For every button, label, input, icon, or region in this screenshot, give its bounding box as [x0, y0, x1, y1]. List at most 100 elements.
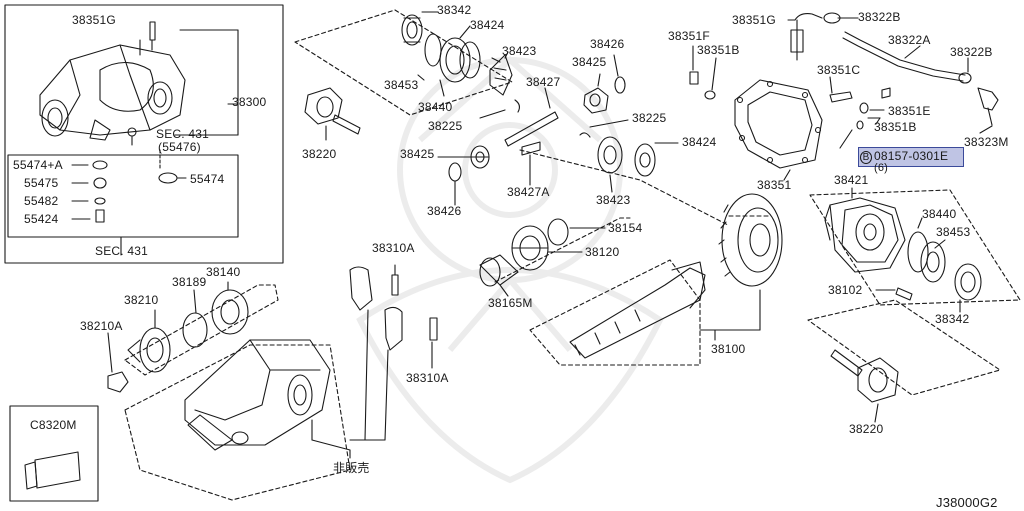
bearing-cap-b [384, 306, 403, 351]
breather-38323M [977, 87, 999, 111]
bolt-38310A-a [391, 274, 399, 296]
part-label-38210[interactable]: 38210 [124, 293, 159, 307]
bearing-38342-b [954, 263, 982, 301]
part-label-38140[interactable]: 38140 [206, 265, 241, 279]
part-label-38310A-a[interactable]: 38310A [372, 241, 415, 255]
part-label-C8320M[interactable]: C8320M [30, 418, 77, 432]
part-label-55474A[interactable]: 55474+A [13, 158, 63, 172]
shaft-38427 [504, 111, 559, 147]
part-label-38210A[interactable]: 38210A [80, 319, 123, 333]
part-label-38154[interactable]: 38154 [608, 221, 643, 235]
part-label-55482[interactable]: 55482 [24, 194, 59, 208]
bolt-38102 [895, 287, 913, 301]
rear-cover-38351 [734, 79, 823, 169]
flange-38220-a [304, 87, 361, 141]
part-label-38426-a[interactable]: 38426 [590, 37, 625, 51]
insulator-55474 [158, 172, 178, 184]
part-label-38351C[interactable]: 38351C [817, 63, 861, 77]
part-label-38225-top[interactable]: 38225 [428, 119, 463, 133]
flange-38210 [127, 327, 171, 373]
part-label-38351B-b[interactable]: 38351B [874, 120, 917, 134]
part-label-38189[interactable]: 38189 [172, 275, 207, 289]
breather-38351G [794, 13, 823, 21]
bolt-55424 [95, 209, 105, 223]
washer-38424-b [634, 143, 656, 177]
clamp-38322B-b [958, 72, 972, 84]
part-label-38342-top[interactable]: 38342 [437, 3, 472, 17]
part-label-38322A[interactable]: 38322A [888, 33, 931, 47]
pinion-38425-a [583, 87, 609, 114]
part-label-38424-b[interactable]: 38424 [682, 135, 717, 149]
washer-55474A [92, 160, 108, 170]
part-label-55474[interactable]: 55474 [190, 172, 225, 186]
part-label-38421[interactable]: 38421 [834, 173, 869, 187]
part-label-38427A[interactable]: 38427A [507, 185, 550, 199]
bolt-38310A-b [429, 317, 438, 341]
section-ref-431-sub: (55476) [158, 140, 201, 154]
not-for-sale-note: 非販売 [333, 461, 370, 475]
part-label-38440-top[interactable]: 38440 [418, 100, 453, 114]
part-label-38453-b[interactable]: 38453 [936, 225, 971, 239]
part-label-38426-b[interactable]: 38426 [427, 204, 462, 218]
hose-38322A [844, 31, 966, 76]
part-label-38351G[interactable]: 38351G [72, 13, 116, 27]
circlip-38225-b [579, 132, 591, 138]
part-label-38425-a[interactable]: 38425 [572, 55, 607, 69]
part-qty-08157: (6) [874, 162, 889, 174]
part-label-38342-b[interactable]: 38342 [935, 312, 970, 326]
part-label-38323M[interactable]: 38323M [964, 135, 1009, 149]
gear-38423-b [597, 136, 623, 174]
part-label-55424[interactable]: 55424 [24, 212, 59, 226]
part-label-38310A-b[interactable]: 38310A [406, 371, 449, 385]
washer-38351B [704, 90, 716, 100]
shim-38154 [547, 218, 569, 246]
part-label-38220-a[interactable]: 38220 [302, 147, 337, 161]
bolt-mark-B: B [860, 151, 872, 164]
part-label-38425-b[interactable]: 38425 [400, 147, 435, 161]
part-label-38100[interactable]: 38100 [711, 342, 746, 356]
washer-55482 [94, 197, 106, 205]
bolt-38351C [829, 91, 853, 103]
dashed-outline-pinion [529, 259, 701, 366]
part-label-38453-top[interactable]: 38453 [384, 78, 419, 92]
part-label-38300[interactable]: 38300 [232, 95, 267, 109]
part-label-38351E[interactable]: 38351E [888, 104, 931, 118]
part-label-38322B-b[interactable]: 38322B [950, 45, 993, 59]
dashed-outline-diffcase-left [294, 9, 513, 116]
part-label-38225-b[interactable]: 38225 [632, 111, 667, 125]
part-label-38120[interactable]: 38120 [585, 245, 620, 259]
part-label-38423-b[interactable]: 38423 [596, 193, 631, 207]
part-label-38351B[interactable]: 38351B [697, 43, 740, 57]
part-label-38102[interactable]: 38102 [828, 283, 863, 297]
part-label-38351F[interactable]: 38351F [668, 29, 710, 43]
section-ref-431-b[interactable]: SEC. 431 [95, 244, 148, 258]
part-label-38424-top[interactable]: 38424 [470, 18, 505, 32]
part-label-38220-b[interactable]: 38220 [849, 422, 884, 436]
bearing-38453-b [920, 241, 946, 283]
bearing-cap-a [349, 266, 373, 311]
bearing-38342-top [401, 14, 423, 46]
bearing-38140 [211, 289, 249, 335]
shim-38440-top [424, 33, 442, 67]
part-label-38423-top[interactable]: 38423 [502, 44, 537, 58]
part-label-38165M[interactable]: 38165M [488, 296, 533, 310]
carrier-housing [184, 339, 331, 451]
part-label-38351G-top[interactable]: 38351G [732, 13, 776, 27]
diagram-code: J38000G2 [936, 495, 998, 510]
section-ref-431[interactable]: SEC. 431 [156, 127, 209, 141]
part-label-38322B-a[interactable]: 38322B [858, 10, 901, 24]
part-label-38427[interactable]: 38427 [526, 75, 561, 89]
grease-tube-C8320M [24, 451, 81, 490]
washer-38426-a [614, 76, 626, 94]
diff-case-38421 [824, 197, 906, 273]
part-label-55475[interactable]: 55475 [24, 176, 59, 190]
pinion-38423-top [489, 54, 513, 96]
plug-38351F [689, 71, 699, 85]
seal-38189 [182, 312, 208, 348]
part-label-38440-b[interactable]: 38440 [922, 207, 957, 221]
part-label-08157-0301E[interactable]: 08157-0301E [874, 149, 949, 163]
watermark-emblem [356, 55, 664, 484]
part-label-38351[interactable]: 38351 [757, 178, 792, 192]
